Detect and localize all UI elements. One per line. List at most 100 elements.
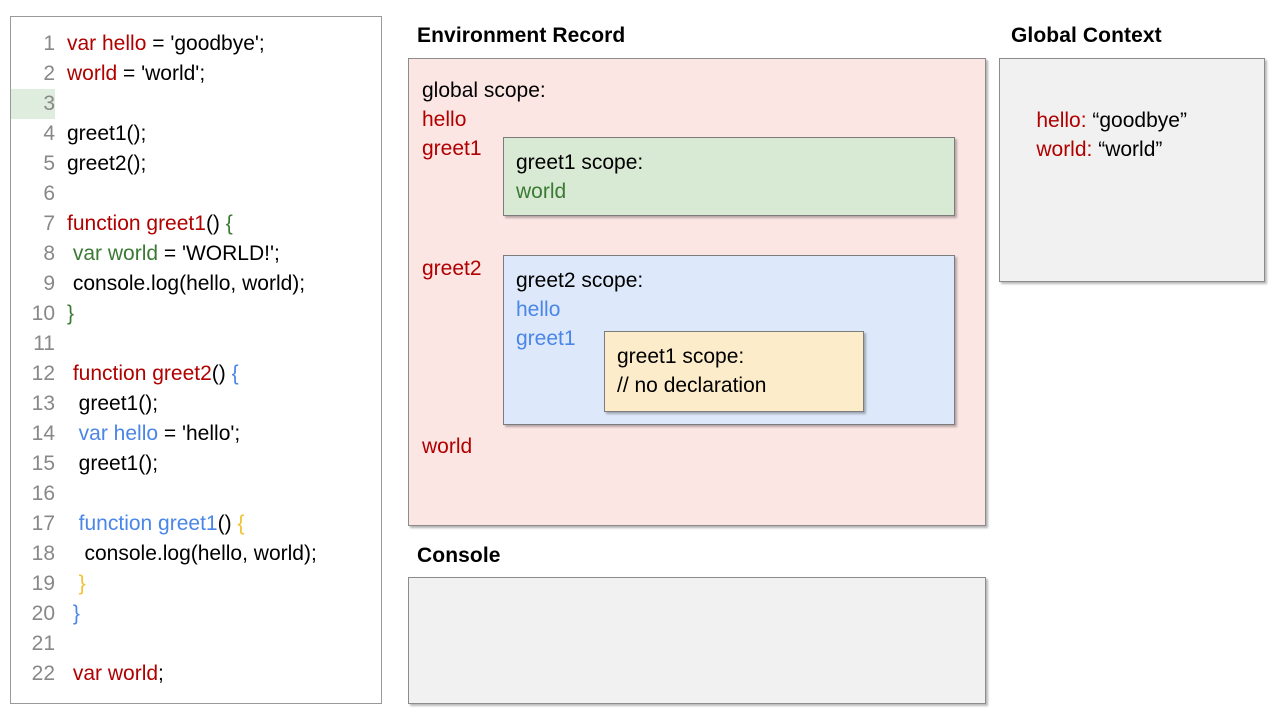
code-token: world — [67, 62, 118, 85]
console-panel[interactable] — [408, 577, 986, 704]
environment-record-title: Environment Record — [417, 24, 626, 47]
code-line[interactable]: 18 console.log(hello, world); — [11, 539, 381, 569]
code-line-text: greet1(); — [55, 119, 146, 149]
code-line-text: var hello = 'hello'; — [55, 419, 241, 449]
code-token: = 'WORLD!'; — [158, 242, 280, 265]
code-token: var world — [72, 242, 159, 265]
line-number: 5 — [43, 152, 55, 175]
global-context-title: Global Context — [1011, 24, 1162, 47]
console-output — [409, 578, 985, 598]
code-token: () — [211, 362, 232, 385]
code-line-text: var hello = 'goodbye'; — [55, 29, 265, 59]
code-token: = 'hello'; — [158, 422, 241, 445]
greet1-scope-binding-world: world — [516, 180, 567, 203]
code-line[interactable]: 13 greet1(); — [11, 389, 381, 419]
code-line[interactable]: 14 var hello = 'hello'; — [11, 419, 381, 449]
code-line-text: greet1(); — [55, 449, 158, 479]
global-context-key-world: world: — [1036, 138, 1093, 161]
code-line[interactable]: 12 function greet2() { — [11, 359, 381, 389]
code-token — [67, 572, 79, 595]
code-token: greet2(); — [67, 152, 147, 175]
code-token: { — [237, 512, 245, 535]
code-line[interactable]: 17 function greet1() { — [11, 509, 381, 539]
line-number: 9 — [43, 272, 55, 295]
code-line-text: console.log(hello, world); — [55, 539, 317, 569]
code-token: = 'goodbye'; — [146, 32, 265, 55]
code-line-text: greet1(); — [55, 389, 158, 419]
line-number: 13 — [31, 392, 55, 415]
code-line[interactable]: 4 greet1(); — [11, 119, 381, 149]
code-token: greet1(); — [67, 392, 159, 415]
code-token — [67, 422, 79, 445]
line-number: 2 — [43, 62, 55, 85]
code-token: } — [78, 572, 86, 595]
greet2-scope-box: greet2 scope: hello greet1 greet1 scope:… — [503, 255, 955, 425]
code-line[interactable]: 5 greet2(); — [11, 149, 381, 179]
code-line[interactable]: 19 } — [11, 569, 381, 599]
code-line[interactable]: 3 — [11, 89, 381, 119]
line-number: 17 — [31, 512, 55, 535]
line-number: 3 — [11, 89, 55, 119]
code-token: greet1(); — [67, 452, 159, 475]
code-token: function greet1 — [78, 512, 218, 535]
line-number: 8 — [43, 242, 55, 265]
code-token: console.log(hello, world); — [67, 272, 306, 295]
code-token: () — [205, 212, 226, 235]
line-number: 12 — [31, 362, 55, 385]
code-token: () — [217, 512, 238, 535]
code-line-text: var world; — [55, 659, 164, 689]
code-line-text: function greet1() { — [55, 509, 245, 539]
console-title: Console — [417, 544, 501, 567]
code-token: } — [67, 302, 75, 325]
code-line[interactable]: 15 greet1(); — [11, 449, 381, 479]
code-token: { — [225, 212, 233, 235]
line-number: 15 — [31, 452, 55, 475]
code-token: greet1(); — [67, 122, 147, 145]
global-context-key-hello: hello: — [1036, 109, 1087, 132]
greet1-scope-box: greet1 scope: world — [503, 137, 955, 216]
code-token: = 'world'; — [117, 62, 206, 85]
global-binding-greet1: greet1 — [422, 137, 482, 160]
code-line[interactable]: 10} — [11, 299, 381, 329]
line-number: 19 — [31, 572, 55, 595]
code-token: var hello — [78, 422, 159, 445]
code-token: { — [231, 362, 239, 385]
code-line[interactable]: 9 console.log(hello, world); — [11, 269, 381, 299]
global-context-entry-hello: hello: “goodbye” — [1013, 77, 1187, 164]
global-scope-label: global scope: — [422, 79, 546, 102]
line-number: 7 — [43, 212, 55, 235]
code-line[interactable]: 6 — [11, 179, 381, 209]
code-line-text: function greet1() { — [55, 209, 233, 239]
global-binding-hello: hello — [422, 108, 467, 131]
code-line[interactable]: 20 } — [11, 599, 381, 629]
line-number: 6 — [43, 182, 55, 205]
environment-record-panel: global scope: hello greet1 greet2 world … — [408, 58, 986, 526]
greet2-scope-title: greet2 scope: — [516, 269, 644, 292]
code-line[interactable]: 8 var world = 'WORLD!'; — [11, 239, 381, 269]
code-line[interactable]: 22 var world; — [11, 659, 381, 689]
code-token: } — [72, 602, 80, 625]
code-line[interactable]: 21 — [11, 629, 381, 659]
code-token: ; — [158, 662, 164, 685]
code-line-text: greet2(); — [55, 149, 146, 179]
code-line[interactable]: 11 — [11, 329, 381, 359]
code-line-text: } — [55, 299, 74, 329]
code-token: function greet2 — [72, 362, 212, 385]
global-context-entry-world: world: “world” — [1013, 106, 1162, 193]
line-number: 4 — [43, 122, 55, 145]
code-token: function greet1 — [67, 212, 206, 235]
code-line-text: var world = 'WORLD!'; — [55, 239, 280, 269]
line-number: 16 — [31, 482, 55, 505]
code-token — [67, 512, 79, 535]
code-line[interactable]: 16 — [11, 479, 381, 509]
greet1-inner-scope-box: greet1 scope: // no declaration — [604, 331, 864, 412]
greet1-scope-title: greet1 scope: — [516, 151, 644, 174]
greet1-inner-scope-title: greet1 scope: — [617, 345, 745, 368]
code-line-text: world = 'world'; — [55, 59, 205, 89]
code-token: var world — [72, 662, 159, 685]
